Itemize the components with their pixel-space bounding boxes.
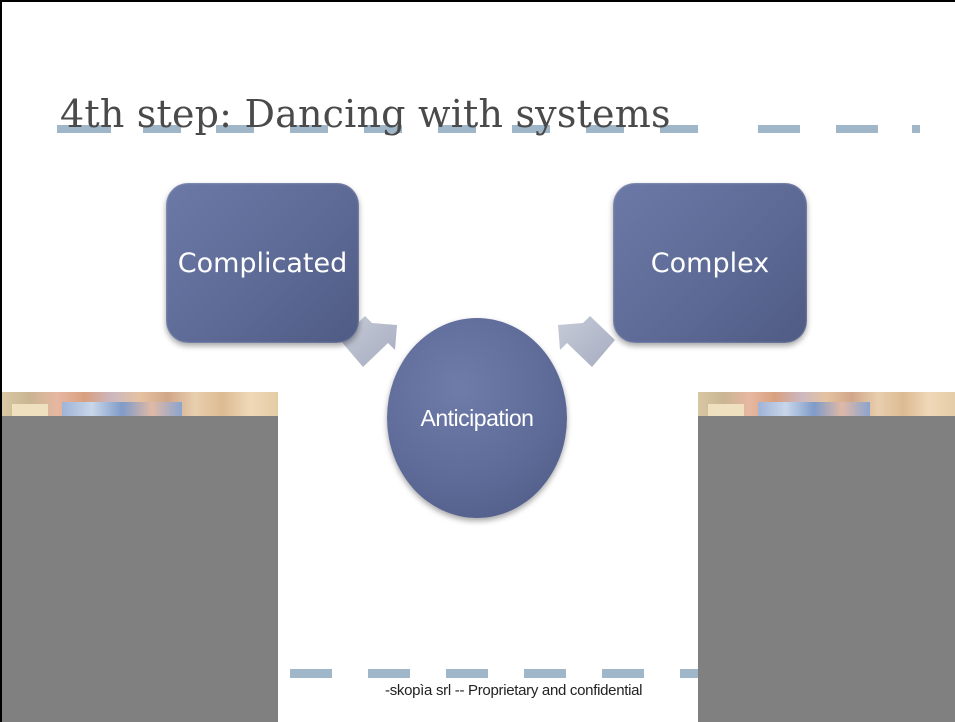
arrow-right-to-center bbox=[558, 316, 615, 367]
title-dash bbox=[216, 125, 254, 133]
slide-border-top bbox=[0, 0, 955, 2]
complex-box: Complex bbox=[613, 183, 807, 343]
right-decorative-image bbox=[698, 392, 955, 416]
anticipation-label: Anticipation bbox=[420, 404, 534, 431]
right-gray-panel bbox=[698, 416, 955, 722]
slide-border-left bbox=[0, 0, 2, 722]
title-dash bbox=[364, 125, 402, 133]
title-dash bbox=[912, 125, 920, 133]
title-dash bbox=[143, 125, 181, 133]
title-dash bbox=[290, 125, 328, 133]
footer-text: -skopìa srl -- Proprietary and confident… bbox=[385, 682, 643, 699]
footer-dash bbox=[524, 669, 566, 678]
footer-dash bbox=[680, 669, 698, 678]
footer-dash bbox=[602, 669, 644, 678]
complicated-box: Complicated bbox=[166, 183, 359, 343]
slide-title: 4th step: Dancing with systems bbox=[60, 92, 671, 136]
footer-dash bbox=[446, 669, 488, 678]
left-decorative-image bbox=[2, 392, 278, 416]
complicated-label: Complicated bbox=[177, 247, 348, 279]
left-gray-panel bbox=[2, 416, 278, 722]
title-dash bbox=[512, 125, 550, 133]
title-dash bbox=[57, 125, 111, 133]
complex-label: Complex bbox=[650, 247, 770, 279]
title-dash bbox=[660, 125, 698, 133]
footer-dash bbox=[368, 669, 410, 678]
title-dash bbox=[836, 125, 878, 133]
title-dash bbox=[438, 125, 476, 133]
title-dash bbox=[586, 125, 624, 133]
anticipation-circle: Anticipation bbox=[387, 318, 567, 518]
title-dash bbox=[758, 125, 800, 133]
footer-dash bbox=[290, 669, 332, 678]
